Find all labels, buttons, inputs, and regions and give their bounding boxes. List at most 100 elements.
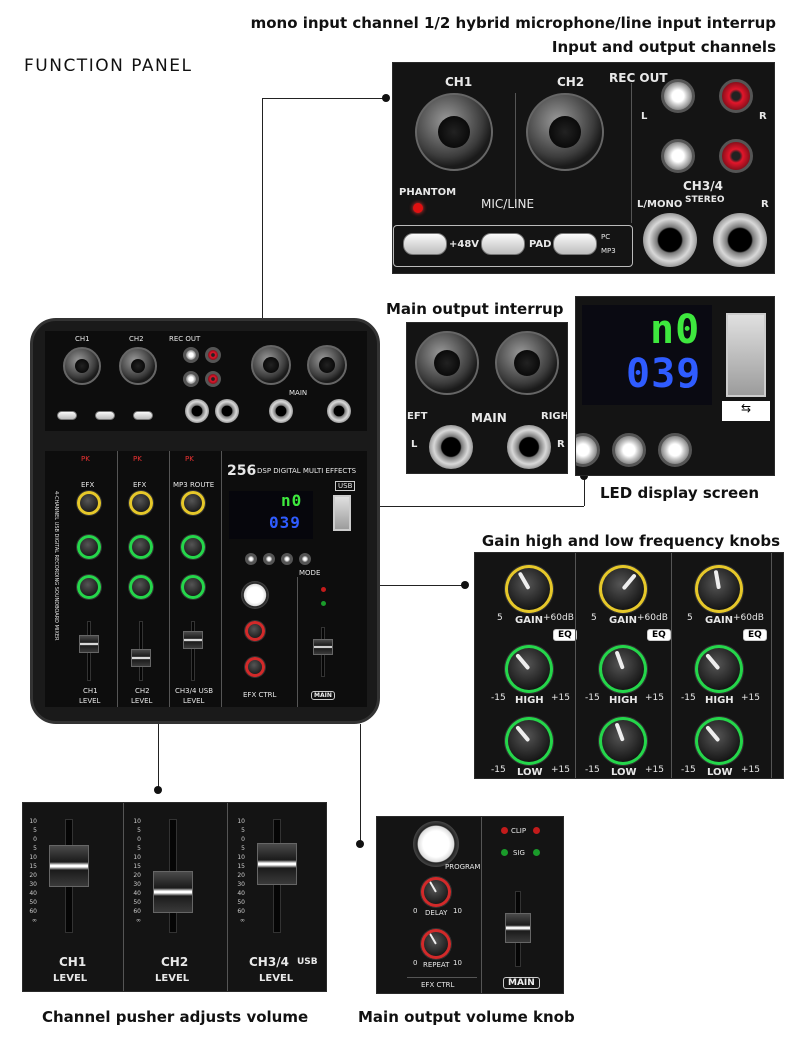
low-knob-ch34[interactable] [695,717,743,765]
mic-line-label: MIC/LINE [481,197,535,211]
ch1-fader[interactable] [49,845,89,887]
device-main-jack-l[interactable] [269,399,293,423]
high-max: +15 [741,693,760,703]
ch34-left-jack[interactable] [643,213,697,267]
device-ch1-fader[interactable] [79,635,99,653]
ch1-level-label: LEVEL [53,973,88,984]
device-gain-knob-ch34[interactable] [181,491,205,515]
rec-out-right-rca[interactable] [719,79,753,113]
device-usb-port[interactable] [333,495,351,531]
device-main-right-xlr[interactable] [307,345,347,385]
ch2-label: CH2 [557,75,585,89]
gain-min: 5 [687,613,693,623]
usb-port[interactable] [726,313,766,397]
button[interactable] [576,433,600,467]
device-next-button[interactable] [281,553,293,565]
main-fader[interactable] [505,913,531,943]
device-ch2-jack[interactable] [119,347,157,385]
device-main-label: MAIN [311,691,335,700]
device-gain-knob-ch1[interactable] [77,491,101,515]
low-min: -15 [491,765,506,775]
main-l-label: L [411,439,418,450]
button[interactable] [612,433,646,467]
device-48v-switch[interactable] [57,411,77,420]
device-main-left-xlr[interactable] [251,345,291,385]
efx-ctrl-label: EFX CTRL [421,981,455,989]
device-mode-button[interactable] [299,553,311,565]
gain-label: GAIN [609,615,638,626]
device-main-fader[interactable] [313,639,333,655]
device-prev-button[interactable] [245,553,257,565]
ch34-fader[interactable] [257,843,297,885]
delay-knob[interactable] [421,877,451,907]
device-ch34-jack-l[interactable] [185,399,209,423]
gain-knob-ch34[interactable] [695,565,743,613]
connector-line [362,506,584,507]
low-knob-ch1[interactable] [505,717,553,765]
high-knob-ch1[interactable] [505,645,553,693]
low-label: LOW [517,767,543,778]
device-play-button[interactable] [263,553,275,565]
plus48v-switch[interactable] [403,233,447,255]
device-ch34-r-rca[interactable] [205,371,221,387]
main-left-xlr[interactable] [415,331,479,395]
button[interactable] [658,433,692,467]
switch-strip [393,225,633,267]
device-led-bottom: 039 [269,513,301,532]
ch1-label: CH1 [445,75,473,89]
rec-out-left-rca[interactable] [661,79,695,113]
ch2-combo-jack[interactable] [526,93,604,171]
rec-l-label: L [641,111,648,122]
gain-knob-ch1[interactable] [505,565,553,613]
repeat-knob[interactable] [421,929,451,959]
divider [771,553,772,778]
device-ch34-jack-r[interactable] [215,399,239,423]
device-low-knob-ch2[interactable] [129,575,153,599]
pad-switch[interactable] [481,233,525,255]
ch34-left-rca[interactable] [661,139,695,173]
low-knob-ch2[interactable] [599,717,647,765]
low-max: +15 [551,765,570,775]
page-title: FUNCTION PANEL [24,56,193,76]
device-ch34-l-rca[interactable] [183,371,199,387]
main-r-label: R [557,439,565,450]
ch2-fader[interactable] [153,871,193,913]
device-clip-led [321,587,326,592]
low-min: -15 [681,765,696,775]
device-rec-l-rca[interactable] [183,347,199,363]
high-knob-ch2[interactable] [599,645,647,693]
device-pad-switch[interactable] [95,411,115,420]
ch34-right-jack[interactable] [713,213,767,267]
main-left-jack[interactable] [429,425,473,469]
device-gain-knob-ch2[interactable] [129,491,153,515]
ch1-combo-jack[interactable] [415,93,493,171]
device-low-knob-ch1[interactable] [77,575,101,599]
ch1-label: CH1 [59,955,87,969]
device-high-knob-ch34[interactable] [181,535,205,559]
device-ch34-fader[interactable] [183,631,203,649]
device-ch2-fader[interactable] [131,649,151,667]
sig-label: SIG [513,849,525,857]
ch34-right-rca[interactable] [719,139,753,173]
divider [117,451,118,707]
device-ch34-label: CH3/4 USB [175,687,214,695]
delay-label: DELAY [425,909,448,917]
main-right-xlr[interactable] [495,331,559,395]
device-ch1-jack[interactable] [63,347,101,385]
device-pc-switch[interactable] [133,411,153,420]
pc-mp3-switch[interactable] [553,233,597,255]
repeat-zero: 0 [413,959,418,967]
high-knob-ch34[interactable] [695,645,743,693]
device-low-knob-ch34[interactable] [181,575,205,599]
device-high-knob-ch2[interactable] [129,535,153,559]
program-knob[interactable] [413,821,459,867]
main-right-jack[interactable] [507,425,551,469]
device-program-knob[interactable] [241,581,269,609]
device-repeat-knob[interactable] [245,657,265,677]
gain-knob-ch2[interactable] [599,565,647,613]
device-delay-knob[interactable] [245,621,265,641]
device-main-jack-r[interactable] [327,399,351,423]
device-rec-r-rca[interactable] [205,347,221,363]
device-high-knob-ch1[interactable] [77,535,101,559]
